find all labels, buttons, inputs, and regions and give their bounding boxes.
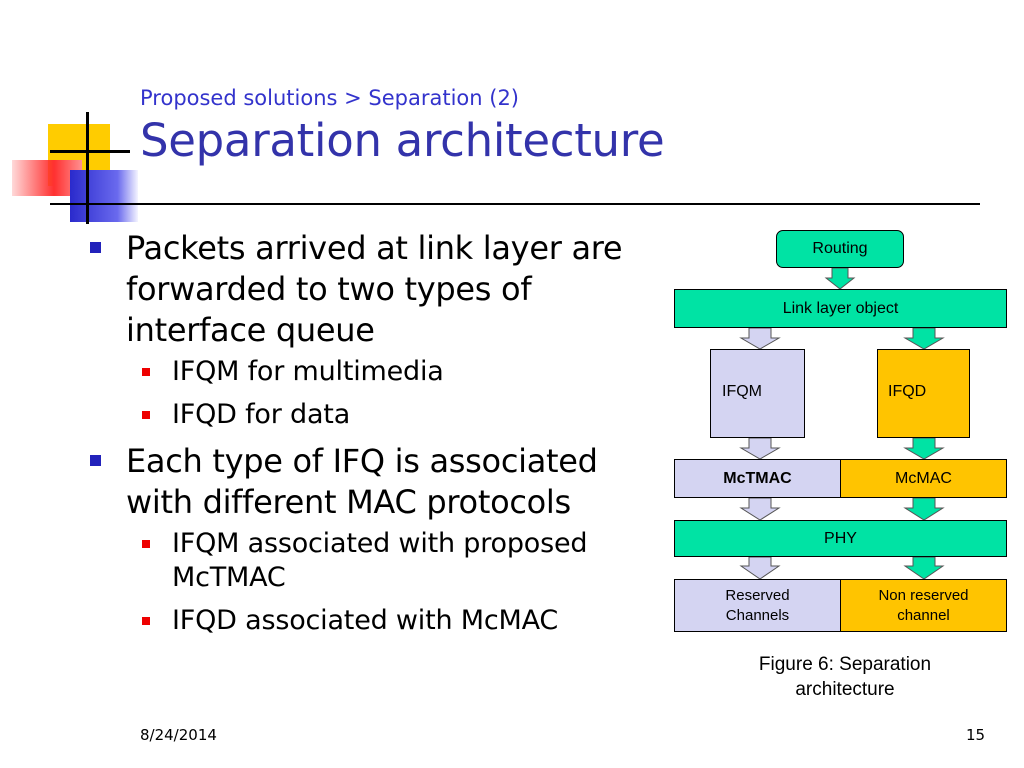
decor-blue-square	[70, 170, 138, 222]
arrow-link-to-ifqd	[903, 327, 945, 350]
bullet-item: Packets arrived at link layer are forwar…	[90, 228, 660, 351]
slide-title: Separation architecture	[140, 114, 665, 167]
arrow-mcmac-to-phy	[903, 497, 945, 521]
sub-bullet-item: IFQD associated with McMAC	[90, 604, 660, 638]
arrow-phy-to-non-reserved	[903, 556, 945, 580]
footer-date: 8/24/2014	[140, 726, 217, 744]
arrow-ifqm-to-mctmac	[739, 437, 781, 460]
breadcrumb: Proposed solutions > Separation (2)	[140, 86, 520, 110]
bullet-item: Each type of IFQ is associated with diff…	[90, 441, 660, 523]
reserved-channels-box: Reserved Channels	[674, 579, 841, 632]
sub-bullet-marker-icon	[142, 368, 150, 376]
bullet-list: Packets arrived at link layer are forwar…	[90, 228, 660, 647]
arrow-ifqd-to-mcmac	[903, 437, 945, 460]
sub-bullet-marker-icon	[142, 617, 150, 625]
sub-bullet-item: IFQD for data	[90, 398, 660, 432]
mctmac-box: McTMAC	[674, 459, 841, 498]
sub-bullet-text: IFQD for data	[172, 399, 351, 430]
sub-bullet-marker-icon	[142, 540, 150, 548]
sub-bullet-text: IFQD associated with McMAC	[172, 605, 559, 636]
arrow-link-to-ifqm	[739, 327, 781, 350]
sub-bullet-item: IFQM associated with proposed McTMAC	[90, 527, 660, 595]
title-underline	[50, 203, 980, 205]
bullet-marker-icon	[90, 455, 101, 466]
sub-bullet-text: IFQM for multimedia	[172, 356, 444, 387]
routing-box: Routing	[776, 230, 904, 268]
arrow-routing-to-link-layer	[824, 267, 856, 290]
decor-short-horizontal-line	[50, 150, 130, 153]
bullet-text: Each type of IFQ is associated with diff…	[126, 442, 598, 521]
decor-vertical-line	[86, 112, 89, 224]
bullet-text: Packets arrived at link layer are forwar…	[126, 229, 623, 349]
sub-bullet-text: IFQM associated with proposed McTMAC	[172, 528, 588, 593]
sub-bullet-marker-icon	[142, 411, 150, 419]
mcmac-box: McMAC	[840, 459, 1007, 498]
sub-bullet-item: IFQM for multimedia	[90, 355, 660, 389]
arrow-phy-to-reserved	[739, 556, 781, 580]
figure-caption: Figure 6: Separation architecture	[758, 654, 932, 700]
link-layer-box: Link layer object	[674, 289, 1007, 328]
ifqd-box: IFQD	[877, 349, 970, 438]
phy-box: PHY	[674, 520, 1007, 557]
non-reserved-channel-box: Non reserved channel	[840, 579, 1007, 632]
ifqm-box: IFQM	[710, 349, 805, 438]
page-number: 15	[966, 726, 986, 744]
ifqd-label: IFQD	[888, 382, 927, 400]
arrow-mctmac-to-phy	[739, 497, 781, 521]
title-area: Proposed solutions > Separation (2) Sepa…	[140, 86, 665, 167]
bullet-marker-icon	[90, 242, 101, 253]
ifqm-label: IFQM	[722, 382, 762, 400]
